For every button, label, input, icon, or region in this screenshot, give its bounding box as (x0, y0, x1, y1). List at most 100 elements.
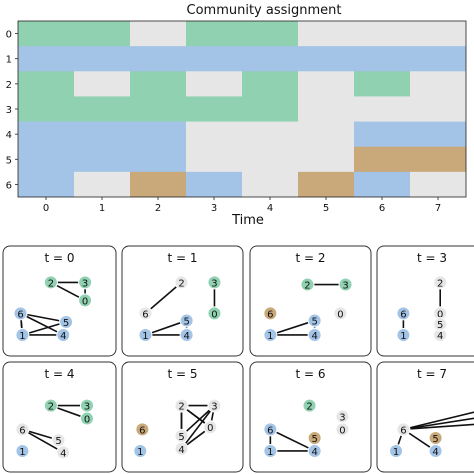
node-label: 1 (142, 331, 148, 342)
node-6 (263, 422, 278, 437)
edge-6-4 (270, 428, 316, 452)
panel-frame (2, 361, 117, 473)
node-label: 6 (17, 309, 23, 320)
heatmap-cell-node2-seg6 (354, 71, 410, 97)
node-label: 2 (437, 278, 443, 289)
node-label: 4 (183, 331, 189, 342)
node-label: 1 (393, 447, 399, 458)
node-label: 5 (311, 317, 317, 328)
heatmap-cell-node6-seg4 (242, 171, 298, 198)
node-label: 4 (60, 448, 66, 459)
y-tick-label: 5 (6, 155, 12, 166)
node-6 (135, 422, 150, 437)
node-0 (333, 306, 348, 321)
node-label: 3 (211, 402, 217, 413)
heatmap-cell-node5-seg1 (186, 146, 354, 173)
node-label: 5 (63, 318, 69, 329)
node-label: 6 (267, 425, 273, 436)
panel-title: t = 5 (167, 367, 197, 381)
node-2 (433, 275, 448, 290)
node-4 (307, 327, 322, 342)
panel-title: t = 2 (295, 251, 325, 265)
edge-1-5 (22, 321, 67, 336)
node-label: 5 (178, 432, 184, 443)
node-label: 4 (311, 331, 317, 342)
heatmap-cell-node1-seg0 (18, 46, 466, 72)
heatmap-cell-node6-seg1 (74, 171, 130, 198)
node-0 (203, 420, 218, 435)
panel-frame (2, 245, 117, 357)
node-2 (302, 398, 317, 413)
node-label: 0 (211, 309, 217, 320)
node-label: 6 (142, 309, 148, 320)
node-2 (43, 275, 58, 290)
node-label: 0 (337, 309, 343, 320)
panel-frame (249, 361, 372, 473)
panel-title: t = 7 (417, 367, 447, 381)
y-tick-label: 1 (6, 55, 12, 66)
node-1 (138, 327, 153, 342)
x-tick-label: 7 (435, 203, 441, 214)
edge-offpanel (403, 423, 474, 431)
heatmap-cell-node4-seg0 (18, 121, 186, 148)
node-label: 2 (178, 278, 184, 289)
node-6 (396, 306, 411, 321)
x-tick-label: 2 (155, 203, 161, 214)
node-label: 4 (432, 447, 438, 458)
node-label: 0 (84, 415, 90, 426)
node-4 (179, 327, 194, 342)
node-2 (300, 277, 315, 292)
node-label: 6 (267, 309, 273, 320)
heatmap-cell-node6-seg5 (298, 171, 354, 198)
heatmap-cell-node2-seg0 (18, 71, 74, 97)
x-tick-label: 5 (323, 203, 329, 214)
heatmap-cell-node0-seg1 (130, 21, 186, 47)
node-label: 4 (178, 445, 184, 456)
node-label: 1 (400, 331, 406, 342)
heatmap-x-label: Time (231, 213, 264, 228)
node-2 (174, 275, 189, 290)
heatmap-cell-node6-seg7 (410, 171, 466, 198)
heatmap-cell-node5-seg2 (354, 146, 466, 173)
edge-3-4 (180, 405, 216, 450)
node-5 (59, 315, 74, 329)
heatmap-cell-node2-seg3 (186, 71, 242, 97)
node-4 (56, 445, 71, 460)
node-1 (133, 443, 148, 458)
node-label: 1 (19, 447, 25, 458)
node-3 (78, 275, 93, 290)
heatmap-cell-node4-seg2 (354, 121, 466, 148)
y-tick-label: 0 (6, 30, 12, 41)
x-tick-label: 6 (379, 203, 385, 214)
node-1 (15, 443, 30, 458)
node-label: 1 (267, 331, 273, 342)
heatmap-cell-node2-seg5 (298, 71, 354, 97)
node-label: 0 (339, 425, 345, 436)
node-label: 0 (437, 309, 443, 320)
node-4 (56, 327, 71, 342)
node-6 (263, 306, 278, 321)
node-5 (428, 431, 443, 445)
node-label: 2 (304, 281, 310, 292)
node-1 (389, 443, 404, 458)
node-6 (13, 306, 28, 321)
node-label: 1 (267, 447, 273, 458)
heatmap-cell-node2-seg1 (74, 71, 130, 97)
panel-title: t = 6 (295, 367, 325, 381)
node-1 (396, 327, 411, 342)
node-5 (51, 433, 66, 448)
edge-6-4 (20, 312, 64, 336)
heatmap-cell-node4-seg1 (186, 121, 354, 148)
node-6 (138, 306, 153, 321)
heatmap-cell-node0-seg2 (186, 21, 298, 47)
node-6 (396, 422, 411, 437)
node-label: 1 (137, 447, 143, 458)
